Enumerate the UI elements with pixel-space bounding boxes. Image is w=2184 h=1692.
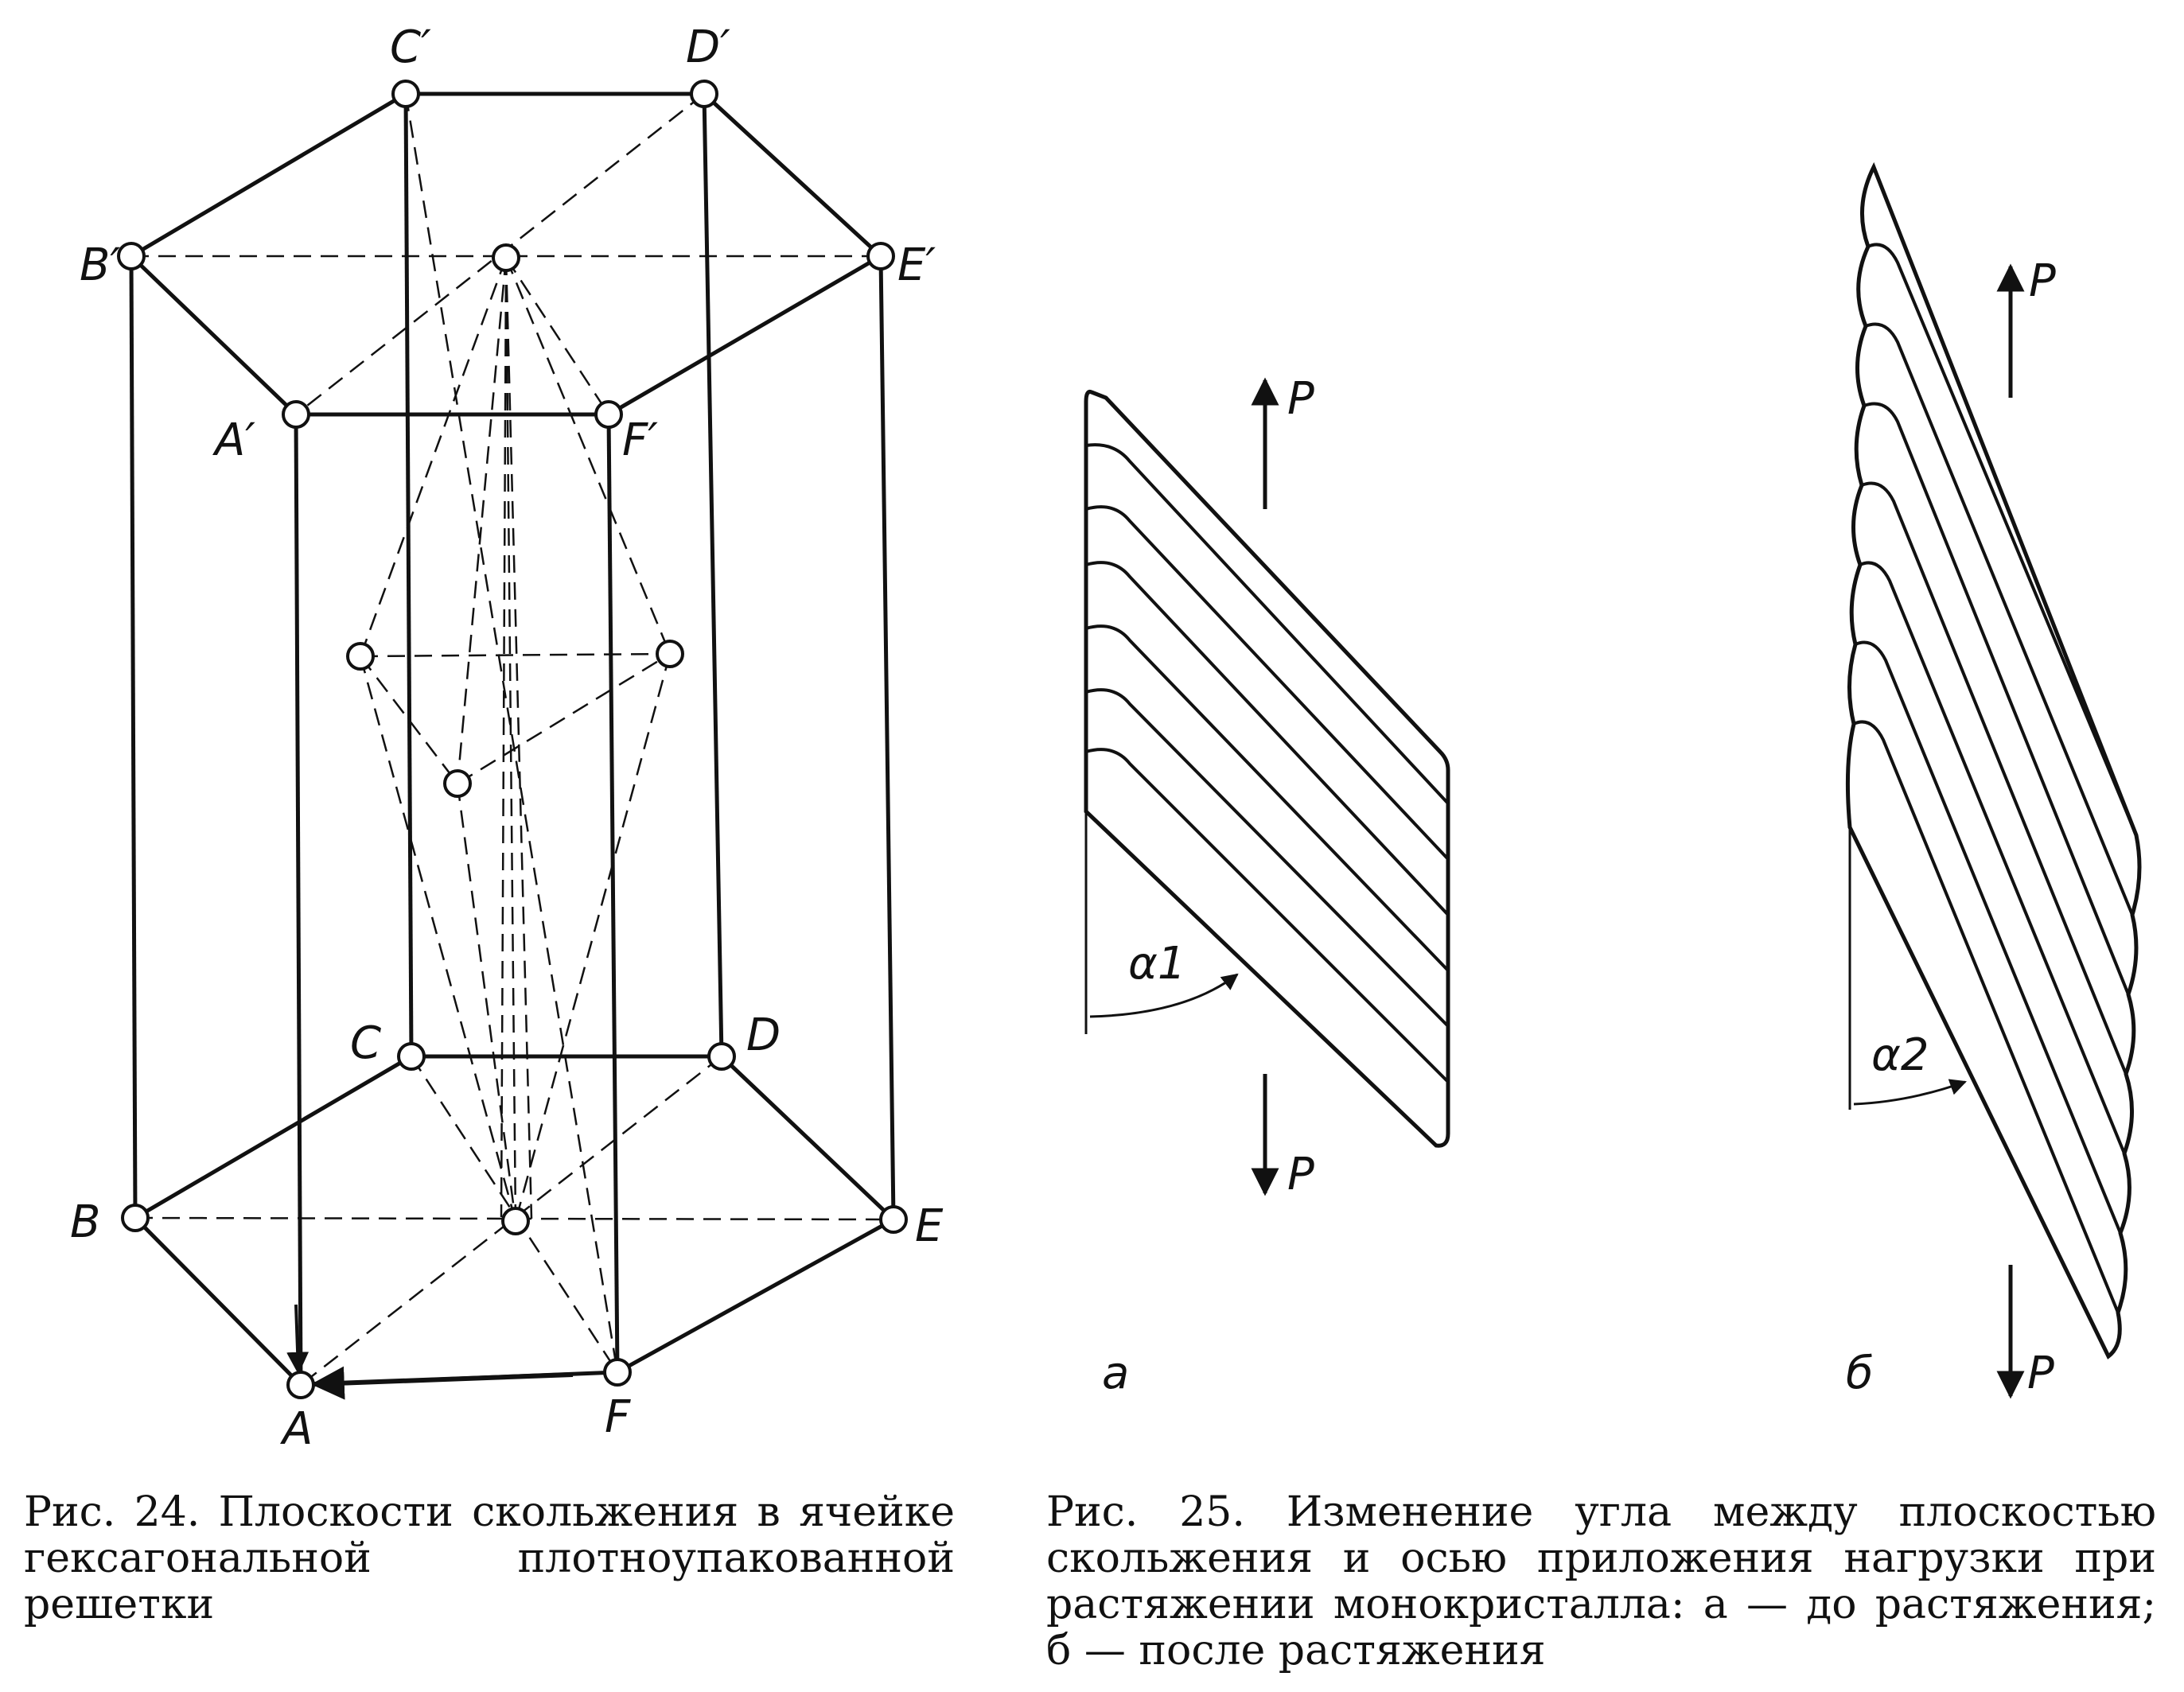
crystal-after-tension xyxy=(1845,161,2142,1399)
panel-label-a: а xyxy=(1102,1348,1129,1399)
atom-b xyxy=(121,1204,150,1232)
atom-a-prime xyxy=(282,400,310,429)
angle-label-alpha2: α2 xyxy=(1871,1029,1929,1081)
angle-arc-a xyxy=(1089,973,1239,1018)
slip-lines-a xyxy=(1085,443,1450,1083)
label-a: A xyxy=(280,1403,313,1455)
vertical-edges xyxy=(129,93,896,1386)
atom-f-prime xyxy=(594,400,623,429)
fig25b-labels: P P α2 б xyxy=(1846,255,2056,1399)
angle-arc-b xyxy=(1853,1079,1967,1106)
load-label-down-b: P xyxy=(2027,1348,2054,1399)
label-f: F xyxy=(605,1391,631,1443)
atom-d xyxy=(707,1042,736,1071)
label-c-prime: C′ xyxy=(390,21,431,73)
load-label-up-b: P xyxy=(2029,255,2056,307)
load-label-down-a: P xyxy=(1287,1149,1314,1200)
atom-bottom-center xyxy=(501,1207,530,1235)
atom-f xyxy=(603,1358,632,1387)
base-arrow xyxy=(310,1366,574,1400)
label-b-prime: B′ xyxy=(80,239,120,291)
atom-b-prime xyxy=(117,242,146,270)
atom-c-prime xyxy=(391,80,420,108)
atom-mid-left xyxy=(346,642,375,671)
label-b: B xyxy=(70,1196,100,1248)
crystal-outline-b xyxy=(1845,161,2142,1359)
crystal-before-tension xyxy=(1084,377,1450,1196)
figure-24-caption: Рис. 24. Плоскости скольжения в ячейке г… xyxy=(24,1488,955,1628)
angle-label-alpha1: α1 xyxy=(1128,938,1186,990)
atom-top-center xyxy=(492,243,520,272)
atom-e-prime xyxy=(866,242,895,270)
slip-lines-b xyxy=(1853,243,2138,1313)
top-hexagon xyxy=(130,91,882,417)
atom-e xyxy=(879,1205,908,1234)
fig25a-labels: P P α1 а xyxy=(1102,373,1314,1399)
hexagonal-cell-diagram xyxy=(117,80,908,1400)
figure-25-caption: Рис. 25. Изменение угла между плоскостью… xyxy=(1046,1488,2156,1674)
label-c: C xyxy=(350,1017,381,1069)
atom-mid-right xyxy=(656,640,684,668)
atom-a xyxy=(286,1371,315,1399)
label-d: D xyxy=(746,1009,781,1061)
load-label-up-a: P xyxy=(1287,373,1314,425)
label-e-prime: E′ xyxy=(897,239,936,291)
atom-c xyxy=(397,1042,426,1071)
atom-mid-front xyxy=(443,769,472,798)
label-f-prime: F′ xyxy=(622,414,658,466)
panel-label-b: б xyxy=(1846,1348,1874,1399)
slip-plane-dashes xyxy=(131,93,894,1386)
vertex-labels: C′ D′ B′ E′ A′ F′ C D B E A F xyxy=(70,21,944,1455)
atom-d-prime xyxy=(690,80,718,108)
label-a-prime: A′ xyxy=(212,414,255,466)
atom-sites xyxy=(117,80,908,1399)
label-e: E xyxy=(915,1200,944,1252)
crystal-outline-a xyxy=(1084,390,1450,1148)
label-d-prime: D′ xyxy=(686,21,730,73)
edge-arrow xyxy=(286,1304,309,1375)
